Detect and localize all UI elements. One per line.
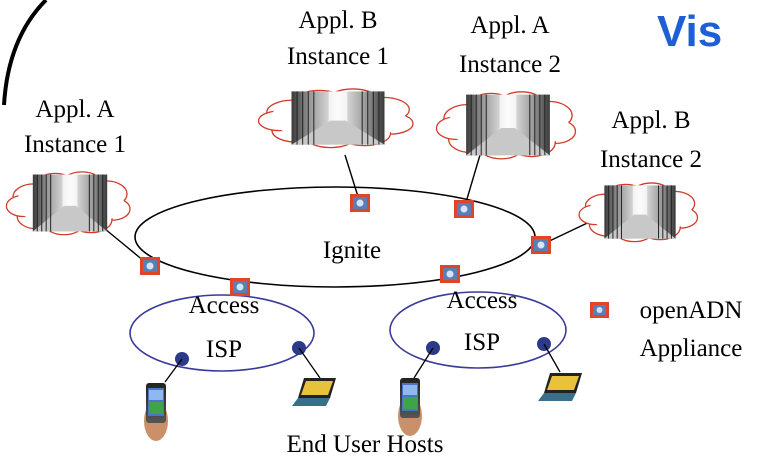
laptop-icon	[538, 373, 582, 401]
legend-appliance-icon	[590, 302, 609, 318]
datacenter-image	[604, 185, 676, 239]
app-b-instance-1-line1: Appl. B	[298, 7, 377, 34]
cloud-app-a-instance-1	[5, 171, 131, 236]
app-a-instance-1-line2: Instance 1	[24, 131, 126, 158]
app-a-instance-2-line2: Instance 2	[459, 51, 561, 78]
datacenter-image	[32, 174, 108, 232]
cloud-app-a-instance-2	[435, 91, 577, 160]
openadn-appliance-icon	[350, 194, 370, 212]
app-b-instance-1-line2: Instance 1	[287, 43, 389, 70]
access-isp-right-line2: ISP	[464, 329, 500, 356]
app-b-instance-2-line1: Appl. B	[611, 107, 690, 134]
legend-line1: openADN	[640, 297, 743, 324]
cloud-app-b-instance-2	[578, 182, 699, 243]
phone-icon	[144, 383, 168, 441]
datacenter-image	[291, 91, 385, 145]
slide-border-arc	[2, 0, 48, 106]
app-a-instance-2-line1: Appl. A	[470, 12, 549, 39]
access-isp-left-line2: ISP	[206, 336, 242, 363]
openadn-appliance-icon	[454, 200, 474, 218]
app-a-instance-1-line1: Appl. A	[35, 96, 114, 123]
legend: openADN Appliance	[590, 297, 742, 362]
host-devices	[144, 343, 582, 441]
openadn-appliance-icon	[230, 278, 250, 296]
openadn-appliance-icon	[531, 236, 551, 254]
cloud-app-b-instance-1	[257, 88, 414, 149]
legend-line2: Appliance	[640, 335, 743, 362]
access-isp-right-line1: Access	[447, 287, 518, 314]
cloud-group	[5, 88, 699, 243]
access-isp-ring-left	[129, 294, 315, 372]
openadn-appliance-icon	[440, 265, 460, 283]
end-user-hosts-label: End User Hosts	[287, 431, 444, 458]
slide-title: Vis	[657, 7, 722, 56]
openadn-appliance-icon	[140, 257, 160, 275]
laptop-icon	[292, 378, 336, 406]
phone-icon	[398, 378, 422, 436]
access-isp-ring-right	[389, 291, 567, 369]
app-b-instance-2-line2: Instance 2	[600, 146, 702, 173]
core-network-label: Ignite	[323, 237, 381, 264]
datacenter-image	[466, 94, 550, 156]
appliance-group	[140, 194, 551, 296]
access-isp-left-line1: Access	[189, 292, 260, 319]
